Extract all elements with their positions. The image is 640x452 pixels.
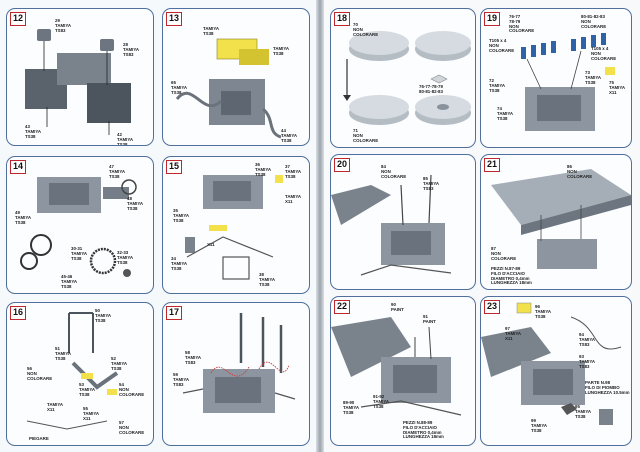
part-label: 32-33 TAMIYA TS38 <box>117 250 134 265</box>
part-label: 71 NON COLORARE <box>353 128 379 143</box>
part-label: 72 TAMIYA TS38 <box>489 78 506 93</box>
part-label: TAMIYA TS38 <box>273 46 290 56</box>
part-label: 99 TAMIYA TS38 <box>531 418 548 433</box>
part-label: 76-77 78-79 NON COLORARE <box>509 14 535 34</box>
step-18-number: 18 <box>334 12 351 26</box>
part-label: 56 NON COLORARE <box>27 366 53 381</box>
part-label: 34 TAMIYA TS38 <box>171 256 188 271</box>
step-21-number: 21 <box>484 158 501 172</box>
part-label: 35 TAMIYA TS38 <box>173 208 190 223</box>
part-label: 65 TAMIYA TS38 <box>171 80 188 95</box>
part-label: 96 TAMIYA TS38 <box>535 304 552 319</box>
part-label: 85 TAMIYA TS83 <box>423 176 440 191</box>
step-22-panel: 22 90 PAINT 91 PAINT 89-90 TAMIYA TS38 9… <box>330 296 476 446</box>
step-23-illustration <box>481 302 622 425</box>
part-label: 38 TAMIYA TS38 <box>259 272 276 287</box>
part-label: 29 TAMIYA TS83 <box>55 18 72 33</box>
step-12-number: 12 <box>10 12 27 26</box>
part-label: TAMIYA TS38 <box>203 26 220 36</box>
part-label: 42 TAMIYA TS38 <box>117 132 134 146</box>
part-label: TAMIYA X11 <box>47 402 64 412</box>
part-label: 95 TAMIYA TS38 <box>575 404 592 419</box>
part-label: 87 NON COLORARE <box>491 246 517 261</box>
part-label: 90 PAINT <box>391 302 404 312</box>
step-17-illustration <box>182 313 296 413</box>
step-18-illustration <box>343 31 471 125</box>
part-label: T105 x 4 NON COLORARE <box>489 38 515 53</box>
part-label: 73 TAMIYA TS38 <box>585 70 602 85</box>
step-13-number: 13 <box>166 12 183 26</box>
step-22-number: 22 <box>334 300 351 314</box>
part-label: 94 TAMIYA TS83 <box>579 332 596 347</box>
part-label: TAMIYA X11 <box>285 194 302 204</box>
part-label: 89-90 TAMIYA TS38 <box>343 400 360 415</box>
step-20-number: 20 <box>334 158 351 172</box>
part-label: 50 TAMIYA TS38 <box>95 308 112 323</box>
part-label: X11 <box>207 242 215 247</box>
part-label: 55 TAMIYA X11 <box>83 406 100 421</box>
part-label: 48 TAMIYA TS38 <box>127 196 144 211</box>
step-12-panel: 12 29 TAMIYA TS83 28 TAMIYA TS83 43 TAMI… <box>6 8 154 146</box>
part-label: 54 NON COLORARE <box>119 382 145 397</box>
step-19-panel: 19 76-77 78-79 NON COLORARE 80-81-82-83 … <box>480 8 632 148</box>
step-19-number: 19 <box>484 12 501 26</box>
step-22-illustration <box>331 317 462 416</box>
part-label: 51 TAMIYA TS38 <box>55 346 72 361</box>
part-label: 91 PAINT <box>423 314 436 324</box>
step-20-illustration <box>331 174 452 276</box>
part-label: PEZZI N.88-89 FILO D'ACCIAIO DIAMETRO 0,… <box>403 420 444 440</box>
part-label: 74 TAMIYA TS38 <box>497 106 514 121</box>
step-18-panel: 18 70 NON COLORARE 76-77-78-79 80-81-82-… <box>330 8 476 148</box>
part-label: 75 TAMIYA X11 <box>609 80 626 95</box>
step-17-number: 17 <box>166 306 183 320</box>
step-12-illustration <box>25 29 131 135</box>
part-label: 44 TAMIYA TS38 <box>281 128 298 143</box>
step-16-number: 16 <box>10 306 27 320</box>
step-14-illustration <box>20 177 137 277</box>
step-21-panel: 21 86 NON COLORARE 87 NON COLORARE PEZZI… <box>480 154 632 290</box>
step-15-panel: 15 36 TAMIYA TS38 37 TAMIYA TS38 TAMIYA … <box>162 156 310 294</box>
part-label: 80-81-82-83 NON COLORARE <box>581 14 607 29</box>
step-17-panel: 17 58 TAMIYA TS83 59 TAMIYA TS83 <box>162 302 310 446</box>
part-label: 70 NON COLORARE <box>353 22 379 37</box>
step-23-panel: 23 96 TAMIYA TS38 97 TAMIYA X11 94 TAMIY… <box>480 296 632 446</box>
part-label: 43 TAMIYA TS38 <box>25 124 42 139</box>
step-16-illustration <box>26 312 119 430</box>
part-label: 45-46 TAMIYA TS38 <box>61 274 78 289</box>
step-16-panel: 16 50 TAMIYA TS38 51 TAMIYA TS38 56 NON … <box>6 302 154 446</box>
step-14-panel: 14 47 TAMIYA TS38 48 TAMIYA TS38 49 TAMI… <box>6 156 154 294</box>
part-label: PARTE N.98 FILO DI PIOMBO LUNGHEZZA 10.5… <box>585 380 630 395</box>
part-label: PEZZI N.87-89 FILO D'ACCIAIO DIAMETRO 0,… <box>491 266 532 286</box>
part-label: 36 TAMIYA TS38 <box>255 162 272 177</box>
part-label: PIEGARE <box>29 436 49 441</box>
part-label: 37 TAMIYA TS38 <box>285 164 302 179</box>
part-label: 84 NON COLORARE <box>381 164 407 179</box>
step-14-number: 14 <box>10 160 27 174</box>
step-15-illustration <box>185 175 283 280</box>
part-label: 93 TAMIYA TS83 <box>579 354 596 369</box>
part-label: 58 TAMIYA TS83 <box>185 350 202 365</box>
step-13-panel: 13 TAMIYA TS38 TAMIYA TS38 65 TAMIYA TS3… <box>162 8 310 146</box>
part-label: 86 NON COLORARE <box>567 164 593 179</box>
part-label: 49 TAMIYA TS38 <box>15 210 32 225</box>
page-spine <box>316 0 324 452</box>
step-19-illustration <box>521 33 615 131</box>
part-label: 59 TAMIYA TS83 <box>173 372 190 387</box>
part-label: 57 NON COLORARE <box>119 420 145 435</box>
part-label: 97 TAMIYA X11 <box>505 326 522 341</box>
part-label: 28 TAMIYA TS83 <box>123 42 140 57</box>
step-20-panel: 20 84 NON COLORARE 85 TAMIYA TS83 <box>330 154 476 290</box>
step-23-number: 23 <box>484 300 501 314</box>
step-15-number: 15 <box>166 160 183 174</box>
part-label: 52 TAMIYA TS38 <box>111 356 128 371</box>
part-label: 53 TAMIYA TS38 <box>79 382 96 397</box>
part-label: T105 x 4 NON COLORARE <box>591 46 617 61</box>
step-13-illustration <box>175 38 282 139</box>
part-label: 47 TAMIYA TS38 <box>109 164 126 179</box>
part-label: 91-92 TAMIYA TS38 <box>373 394 390 409</box>
part-label: 76-77-78-79 80-81-82-83 <box>419 84 443 94</box>
step-21-illustration <box>491 169 631 269</box>
part-label: 30-31 TAMIYA TS38 <box>71 246 88 261</box>
